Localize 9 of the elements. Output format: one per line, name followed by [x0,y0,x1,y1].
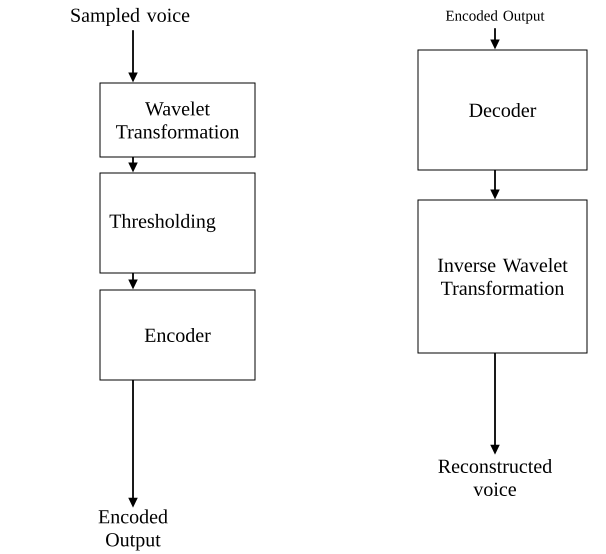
process-box: Inverse Wavelet Transformation [418,200,588,354]
io-label: Reconstructed voice [438,458,552,496]
io-label: Encoded Output [98,509,168,551]
process-box: Decoder [418,50,588,170]
process-box: Encoder [100,290,256,380]
io-label: Encoded Output [446,10,544,24]
process-box: Wavelet Transformation [100,82,256,158]
io-label: Sampled voice [71,8,190,26]
process-box: Thresholding [100,172,256,274]
